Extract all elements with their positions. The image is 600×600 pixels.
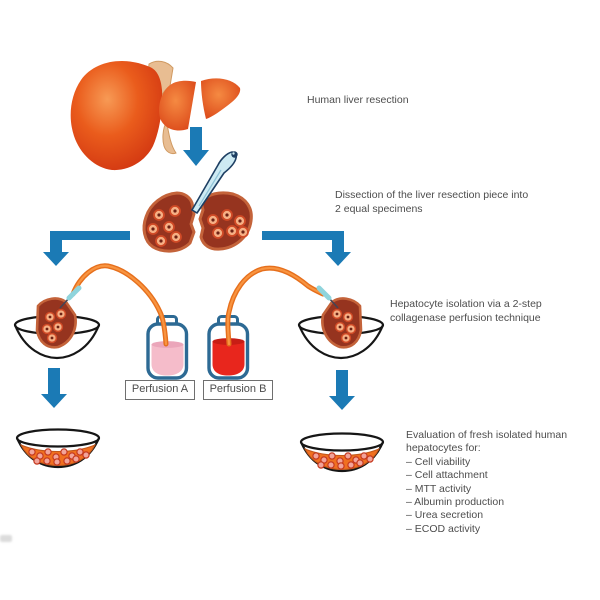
liver-middle-lobe xyxy=(159,80,196,131)
down-arrow-icon-left xyxy=(41,368,67,408)
cell-suspension-dish-left xyxy=(15,428,101,469)
perfusion-tube-right xyxy=(225,265,326,347)
perfusion-bottle-a xyxy=(146,315,189,380)
step3-line1: Hepatocyte isolation via a 2-step xyxy=(390,298,542,310)
hepatocyte-cells xyxy=(147,205,249,247)
perfusion-bottle-b xyxy=(207,315,250,380)
bottle-b-liquid xyxy=(212,341,245,376)
perfusion-dish-left xyxy=(15,288,99,358)
step4-item-urea-secretion: – Urea secretion xyxy=(406,509,484,522)
bottle-a-liquid xyxy=(151,344,184,376)
step2-label: Dissection of the liver resection piece … xyxy=(335,188,528,216)
step3-label: Hepatocyte isolation via a 2-step collag… xyxy=(390,297,542,325)
step4-item-cell-attachment: – Cell attachment xyxy=(406,469,488,482)
step4-item-mtt-activity: – MTT activity xyxy=(406,482,472,495)
step2-line1: Dissection of the liver resection piece … xyxy=(335,189,529,201)
step4-label: Evaluation of fresh isolated human hepat… xyxy=(406,429,567,536)
dissected-liver-illustration xyxy=(142,151,253,253)
liver-illustration xyxy=(70,60,241,171)
ligament-lower xyxy=(162,123,177,155)
step3-line2: collagenase perfusion technique xyxy=(390,312,541,324)
step4-line1: Evaluation of fresh isolated human xyxy=(406,429,568,441)
perfusion-b-label: Perfusion B xyxy=(203,380,273,400)
down-arrow-icon-right xyxy=(329,370,355,410)
liver-left-lobe xyxy=(70,60,163,171)
scalpel-icon xyxy=(191,151,238,214)
step4-line2: hepatocytes for: xyxy=(406,442,481,455)
perfusion-tube-left xyxy=(70,263,169,347)
scan-artifact xyxy=(0,535,12,542)
branch-arrow-left xyxy=(43,231,130,266)
step4-item-albumin-production: – Albumin production xyxy=(406,496,505,509)
branch-arrow-right xyxy=(262,231,351,266)
step4-item-cell-viability: – Cell viability xyxy=(406,455,471,468)
cell-suspension-dish-right xyxy=(299,432,385,473)
step1-label: Human liver resection xyxy=(307,94,409,106)
step4-item-ecod-activity: – ECOD activity xyxy=(406,522,481,535)
perfusion-a-label: Perfusion A xyxy=(125,380,195,400)
liver-right-lobe xyxy=(201,78,241,119)
perfusion-dish-right xyxy=(299,288,383,358)
step2-line2: 2 equal specimens xyxy=(335,203,423,215)
down-arrow-icon-1 xyxy=(183,127,209,166)
